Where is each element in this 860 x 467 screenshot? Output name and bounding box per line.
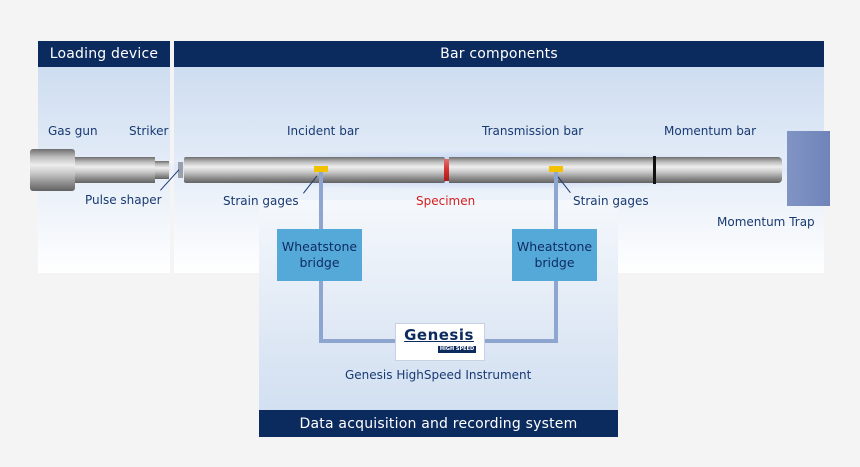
genesis-instrument-caption: Genesis HighSpeed Instrument [345,368,532,382]
data-acquisition-header: Data acquisition and recording system [259,410,618,437]
wire-left-lower [319,281,323,342]
wire-left-to-instrument [319,339,397,343]
specimen-label: Specimen [416,194,476,208]
momentum-bar-label: Momentum bar [664,124,757,138]
momentum-trap-label: Momentum Trap [717,215,815,229]
wheatstone-bridge-left-line2: bridge [299,255,340,270]
momentum-trap [787,131,830,206]
gas-gun [30,149,75,191]
loading-device-header: Loading device [38,41,170,67]
wheatstone-bridge-right-line2: bridge [534,255,575,270]
genesis-logo-subtitle: HIGH SPEED [438,346,476,353]
incident-bar-label: Incident bar [287,124,360,138]
momentum-bar [656,157,782,183]
wheatstone-bridge-right-line1: Wheatstone [516,239,593,254]
wheatstone-bridge-left: Wheatstone bridge [277,229,362,281]
transmission-bar-label: Transmission bar [482,124,584,138]
pulse-shaper-label: Pulse shaper [85,193,162,207]
pulse-shaper [178,162,183,178]
genesis-logo: Genesis [404,326,474,344]
wire-right-to-instrument [482,339,558,343]
wire-right-upper [554,172,558,229]
gas-gun-label: Gas gun [48,124,98,138]
genesis-instrument [395,323,485,361]
wheatstone-bridge-right: Wheatstone bridge [512,229,597,281]
wheatstone-bridge-left-line1: Wheatstone [281,239,358,254]
striker-label: Striker [129,124,169,138]
bar-components-header: Bar components [174,41,824,67]
gas-gun-barrel [75,157,155,183]
wire-left-upper [319,172,323,229]
strain-gage-right [549,166,563,172]
strain-gages-right-label: Strain gages [573,194,649,208]
momentum-bar-separator [653,156,656,184]
striker [155,161,169,179]
strain-gages-left-label: Strain gages [223,194,299,208]
specimen [444,159,449,181]
wire-right-lower [554,281,558,342]
strain-gage-left [314,166,328,172]
